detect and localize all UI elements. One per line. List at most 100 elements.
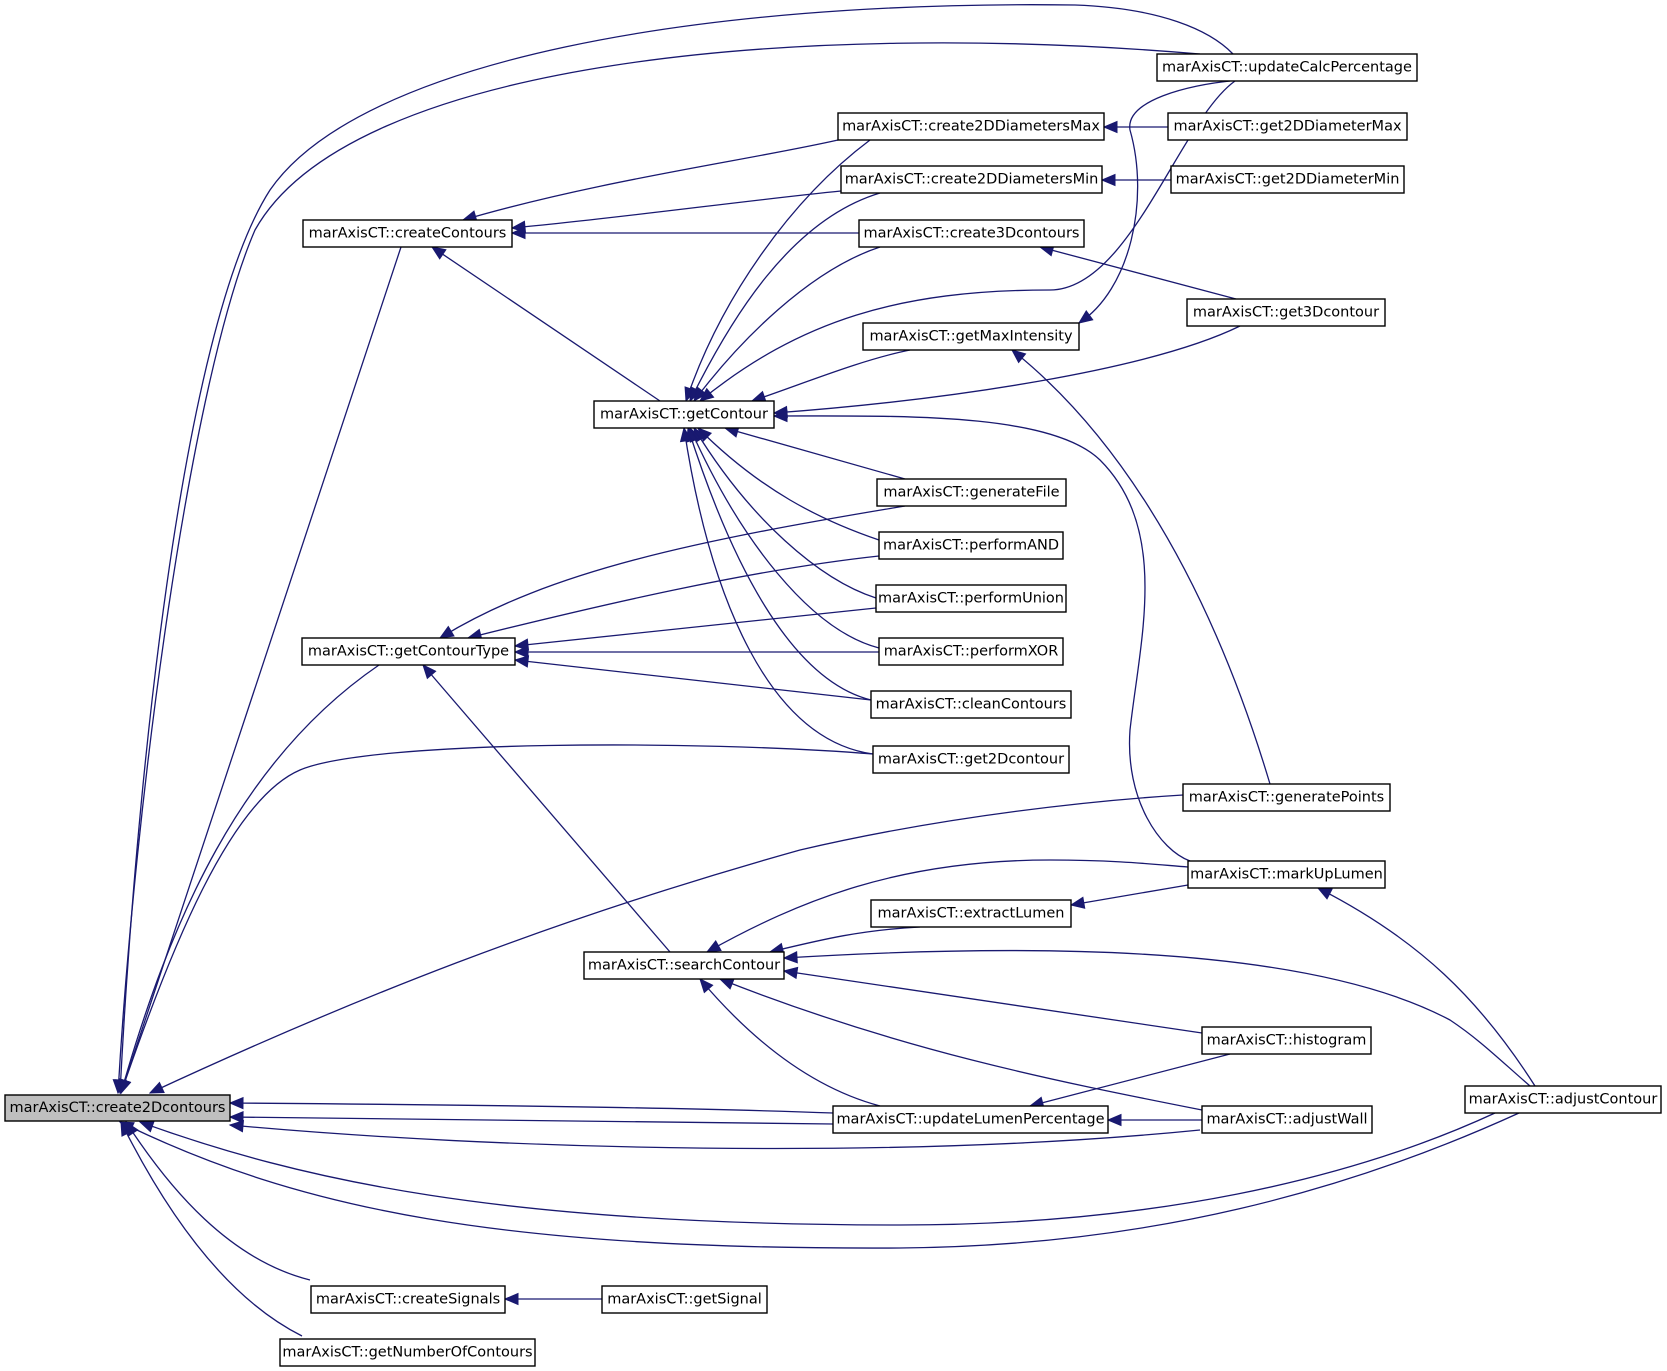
edge-arrowhead <box>1100 173 1116 187</box>
node-get2Dcontour[interactable]: marAxisCT::get2Dcontour <box>872 745 1070 774</box>
edge-line <box>149 794 1184 1094</box>
edge-create2DDiametersMax-to-createContours <box>461 139 839 223</box>
node-extractLumen[interactable]: marAxisCT::extractLumen <box>870 899 1072 928</box>
edge-line <box>467 555 880 639</box>
node-histogram[interactable]: marAxisCT::histogram <box>1201 1026 1372 1055</box>
edge-adjustWall-to-searchContour <box>718 978 1203 1111</box>
node-label-getContourType: marAxisCT::getContourType <box>308 644 509 660</box>
node-create2DDiametersMin[interactable]: marAxisCT::create2DDiametersMin <box>840 165 1103 194</box>
node-searchContour[interactable]: marAxisCT::searchContour <box>583 951 785 980</box>
node-label-generatePoints: marAxisCT::generatePoints <box>1189 790 1384 806</box>
edge-create2Dcontours-to-updateLumenPercentage <box>228 1110 834 1125</box>
edge-line <box>462 139 839 221</box>
edge-line <box>1011 349 1271 785</box>
edge-performUnion-to-getContour <box>693 426 877 599</box>
edge-line <box>1039 246 1237 300</box>
edge-line <box>719 978 1203 1111</box>
edge-performXOR-to-getContour <box>689 426 880 649</box>
node-label-getMaxIntensity: marAxisCT::getMaxIntensity <box>869 329 1073 345</box>
edge-arrowhead <box>718 978 735 990</box>
edge-create3Dcontours-to-getContour <box>693 246 881 403</box>
edge-line <box>511 190 842 229</box>
edge-performXOR-to-getContourType <box>513 645 879 659</box>
edge-line <box>783 970 1203 1034</box>
edge-adjustContour-to-create2Dcontours-a <box>138 1112 1496 1226</box>
edge-markUpLumen-to-extractLumen <box>1069 884 1189 909</box>
node-getNumberOfContours[interactable]: marAxisCT::getNumberOfContours <box>279 1338 536 1367</box>
edge-arrowhead <box>510 226 526 240</box>
node-label-updateCalcPercentage: marAxisCT::updateCalcPercentage <box>1162 60 1412 76</box>
node-performUnion[interactable]: marAxisCT::performUnion <box>875 584 1067 613</box>
edge-arrowhead <box>782 966 799 980</box>
edge-line <box>120 1121 303 1337</box>
node-label-performAND: marAxisCT::performAND <box>883 538 1059 554</box>
edge-arrowhead <box>782 950 798 964</box>
edge-line <box>693 427 877 599</box>
node-cleanContours[interactable]: marAxisCT::cleanContours <box>870 690 1072 719</box>
edge-line <box>1317 887 1536 1087</box>
edge-line <box>1029 1053 1231 1107</box>
node-label-getContour: marAxisCT::getContour <box>600 407 768 423</box>
edge-arrowhead <box>1077 309 1094 324</box>
node-generateFile[interactable]: marAxisCT::generateFile <box>876 478 1067 507</box>
node-label-createContours: marAxisCT::createContours <box>309 226 507 242</box>
edge-histogram-to-searchContour <box>782 966 1203 1034</box>
node-performXOR[interactable]: marAxisCT::performXOR <box>878 637 1064 666</box>
edge-line <box>117 42 1201 1094</box>
node-get3Dcontour[interactable]: marAxisCT::get3Dcontour <box>1186 298 1386 327</box>
node-create2Dcontours[interactable]: marAxisCT::create2Dcontours <box>4 1094 231 1122</box>
node-label-performUnion: marAxisCT::performUnion <box>878 591 1064 607</box>
node-generatePoints[interactable]: marAxisCT::generatePoints <box>1182 783 1391 812</box>
node-getContourType[interactable]: marAxisCT::getContourType <box>301 637 516 666</box>
edge-arrowhead <box>1102 120 1118 134</box>
node-label-histogram: marAxisCT::histogram <box>1207 1033 1367 1049</box>
edge-updateLumenPercentage-to-searchContour <box>699 978 881 1107</box>
edge-line <box>120 664 380 1094</box>
node-create2DDiametersMax[interactable]: marAxisCT::create2DDiametersMax <box>837 112 1105 141</box>
edge-getContourType-to-create2Dcontours <box>118 664 380 1095</box>
node-label-get2DDiameterMin: marAxisCT::get2DDiameterMin <box>1176 172 1400 188</box>
edge-line <box>1078 80 1231 324</box>
edge-generateFile-to-getContourType <box>438 505 906 639</box>
edge-line <box>699 978 881 1107</box>
node-get2DDiameterMax[interactable]: marAxisCT::get2DDiameterMax <box>1167 112 1408 141</box>
node-getSignal[interactable]: marAxisCT::getSignal <box>601 1285 768 1314</box>
node-adjustWall[interactable]: marAxisCT::adjustWall <box>1201 1105 1373 1134</box>
edge-line <box>683 427 874 755</box>
node-getContour[interactable]: marAxisCT::getContour <box>593 400 775 429</box>
edge-create3Dcontours-to-createContours <box>510 226 859 240</box>
edge-get2Dcontour-to-create2Dcontours <box>119 744 874 1095</box>
node-updateLumenPercentage[interactable]: marAxisCT::updateLumenPercentage <box>832 1105 1109 1134</box>
node-get2DDiameterMin[interactable]: marAxisCT::get2DDiameterMin <box>1170 165 1405 194</box>
edge-arrowhead <box>228 1110 244 1124</box>
edge-arrowhead <box>138 1120 155 1133</box>
node-create3Dcontours[interactable]: marAxisCT::create3Dcontours <box>858 219 1085 248</box>
node-label-get3Dcontour: marAxisCT::get3Dcontour <box>1193 305 1379 321</box>
edge-arrowhead <box>228 1096 244 1110</box>
edge-arrowhead <box>693 386 708 403</box>
node-updateCalcPercentage[interactable]: marAxisCT::updateCalcPercentage <box>1156 53 1418 82</box>
node-adjustContour[interactable]: marAxisCT::adjustContour <box>1464 1085 1662 1114</box>
edge-arrowhead <box>438 625 455 639</box>
edge-createContours-to-create2Dcontours <box>119 246 402 1095</box>
node-label-adjustWall: marAxisCT::adjustWall <box>1206 1112 1367 1128</box>
edge-get3Dcontour-to-create3Dcontours <box>1038 244 1237 300</box>
edge-line <box>769 926 921 953</box>
node-markUpLumen[interactable]: marAxisCT::markUpLumen <box>1187 860 1386 889</box>
node-createSignals[interactable]: marAxisCT::createSignals <box>310 1285 506 1314</box>
edge-searchContour-to-getContourType <box>422 664 671 953</box>
edge-getMaxIntensity-to-getContour <box>750 349 911 403</box>
edge-adjustContour-to-markUpLumen <box>1316 887 1536 1087</box>
node-label-getSignal: marAxisCT::getSignal <box>607 1292 762 1308</box>
edge-arrowhead <box>772 409 788 423</box>
node-createContours[interactable]: marAxisCT::createContours <box>302 219 513 248</box>
edge-arrowhead <box>148 1081 165 1094</box>
edge-adjustContour-to-create2Dcontours-b <box>118 1112 1520 1249</box>
node-getMaxIntensity[interactable]: marAxisCT::getMaxIntensity <box>862 322 1080 351</box>
edge-adjustWall-to-create2Dcontours <box>228 1119 1201 1150</box>
node-label-adjustContour: marAxisCT::adjustContour <box>1469 1092 1658 1108</box>
edge-create2DDiametersMin-to-createContours <box>510 190 842 233</box>
node-performAND[interactable]: marAxisCT::performAND <box>878 531 1064 560</box>
edge-adjustWall-to-updateLumenPercentage <box>1106 1113 1202 1127</box>
